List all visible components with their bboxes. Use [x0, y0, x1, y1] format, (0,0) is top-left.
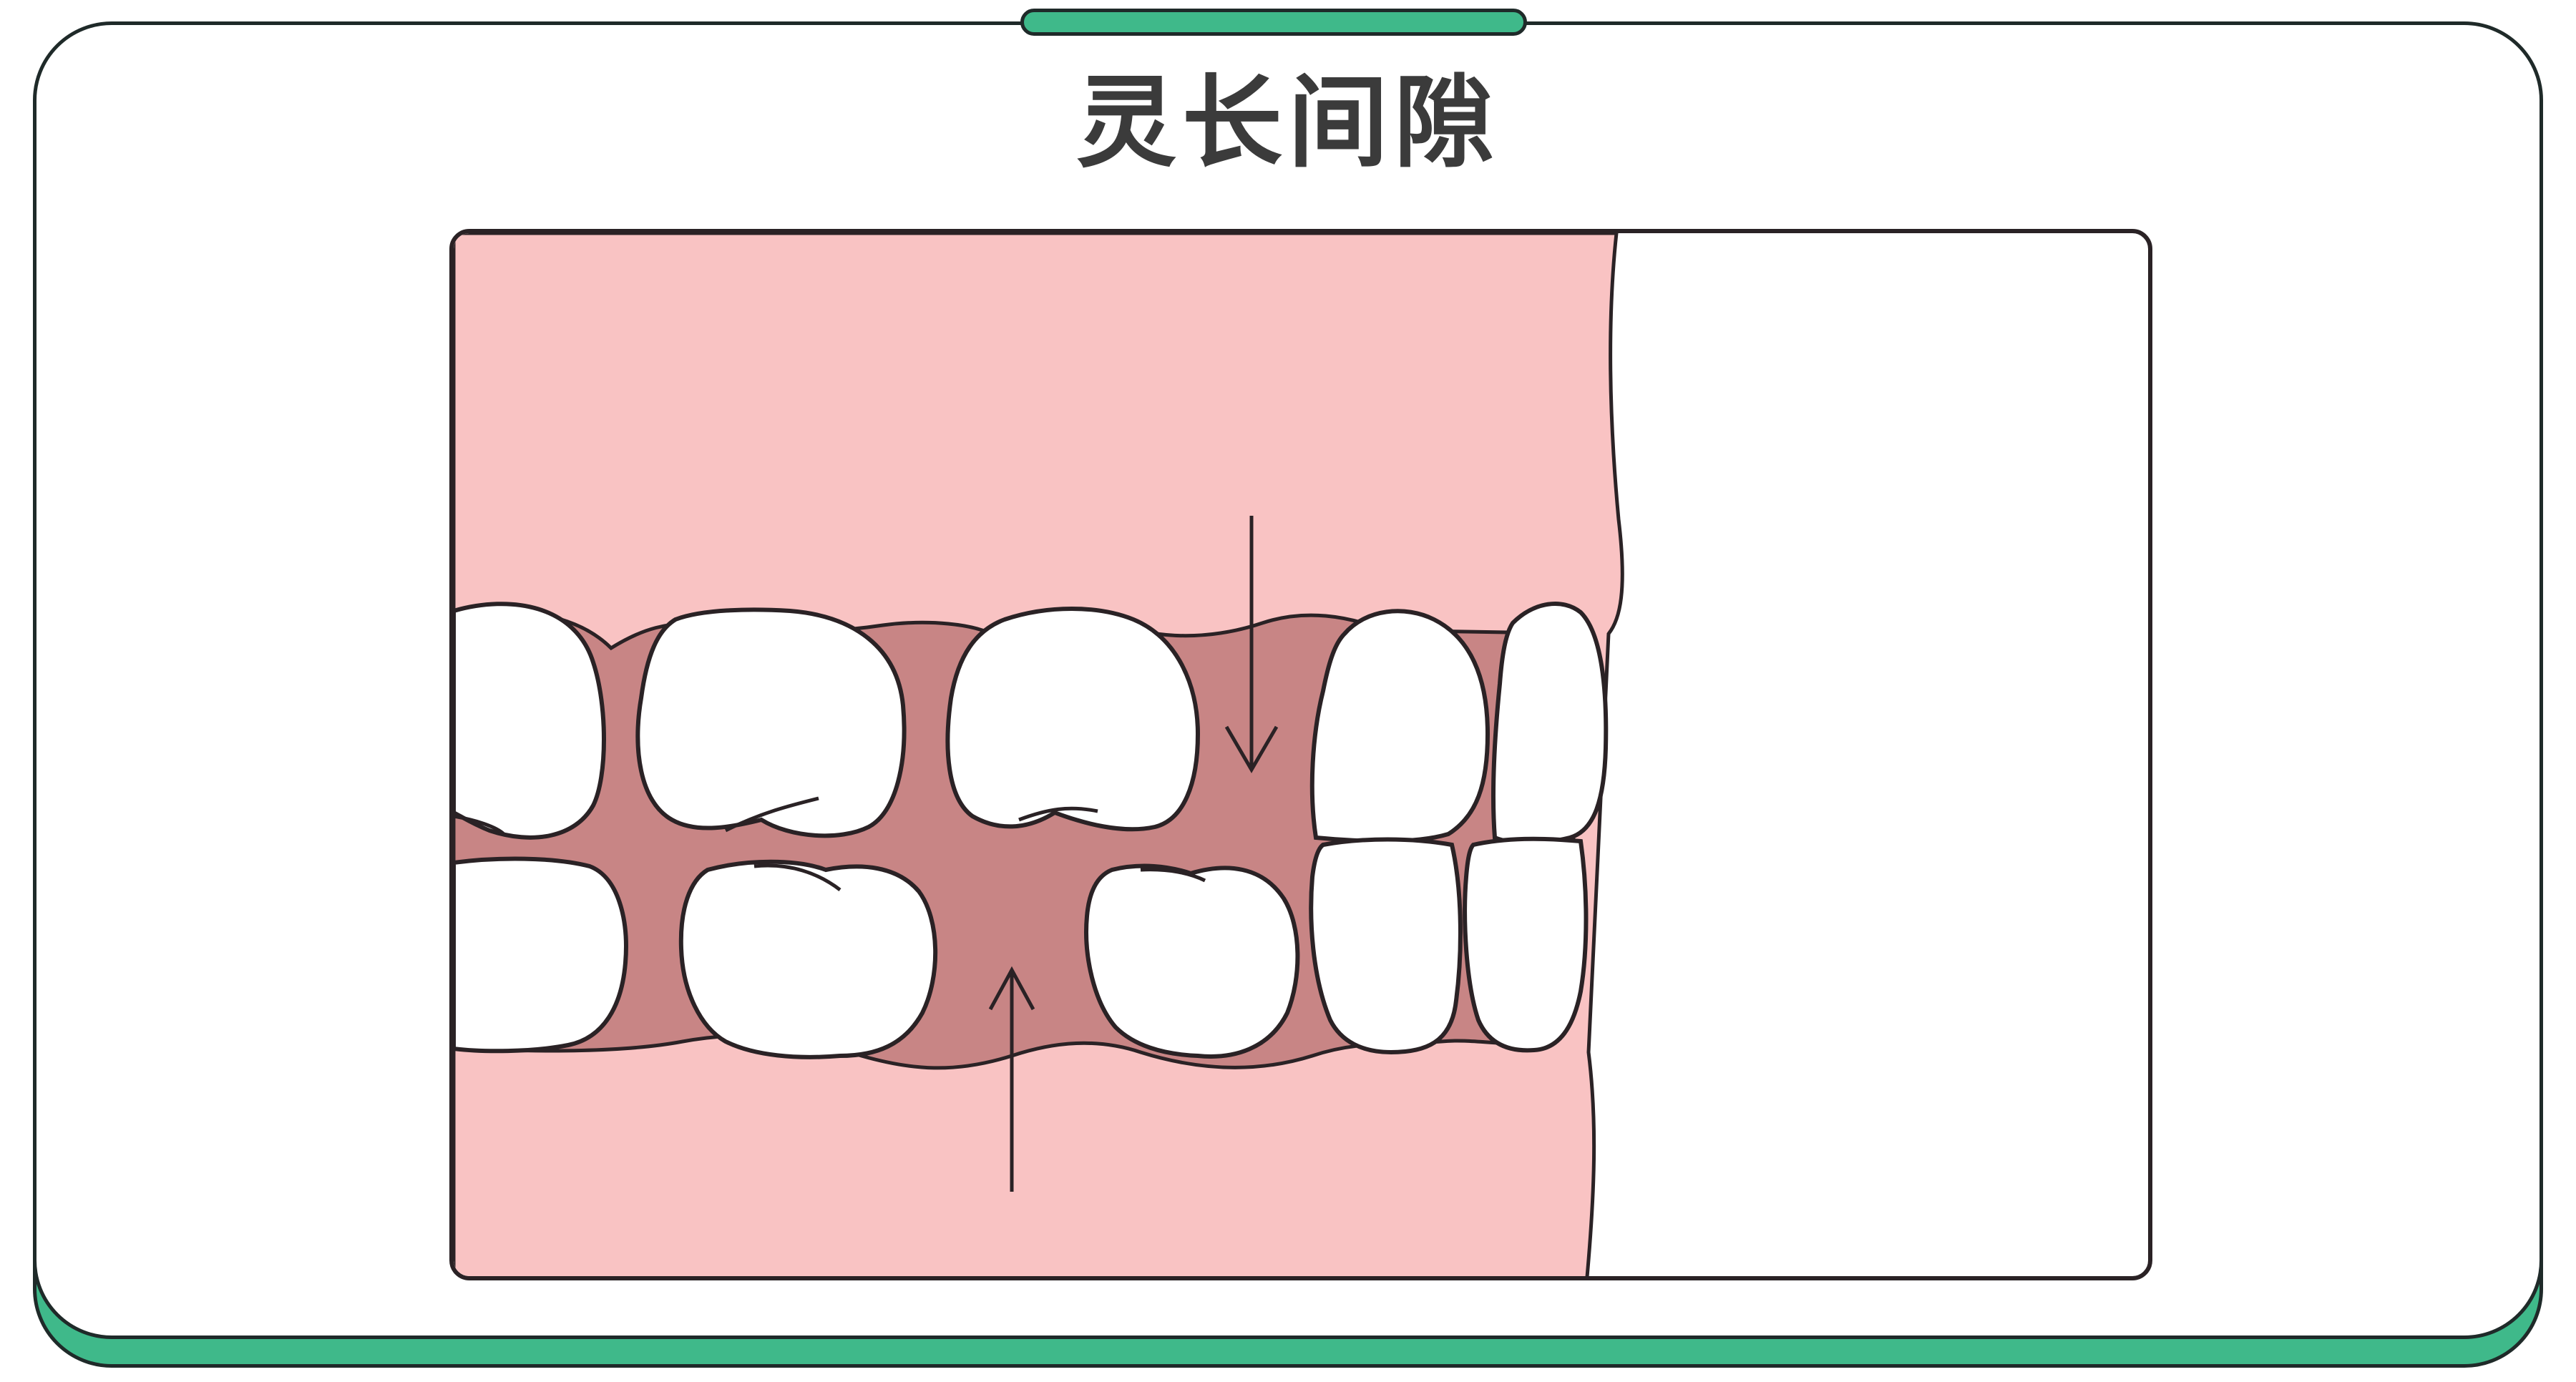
lower-tooth-2 — [678, 859, 938, 1059]
tooth-crease — [753, 863, 841, 891]
tooth-crease — [1140, 868, 1206, 883]
teeth-illustration-panel — [449, 229, 2152, 1280]
lower-tooth-1 — [454, 856, 628, 1054]
tooth-crease — [724, 796, 819, 833]
tooth-crease — [454, 814, 505, 835]
page-title: 灵长间隙 — [1075, 65, 1500, 182]
arrow-up-lower-gap — [988, 966, 1035, 1192]
upper-tooth-3 — [945, 607, 1201, 832]
lower-tooth-5 — [1463, 836, 1589, 1053]
lower-tooth-3 — [1084, 863, 1300, 1059]
top-tab — [1020, 9, 1527, 36]
tooth-crease — [1018, 806, 1098, 822]
upper-tooth-4 — [1309, 609, 1491, 843]
teeth-illustration — [454, 233, 1624, 1276]
lower-tooth-4 — [1309, 837, 1463, 1055]
upper-tooth-5 — [1491, 602, 1609, 846]
arrow-down-upper-gap — [1224, 516, 1279, 773]
upper-tooth-2 — [635, 607, 907, 838]
upper-tooth-1 — [454, 602, 606, 840]
